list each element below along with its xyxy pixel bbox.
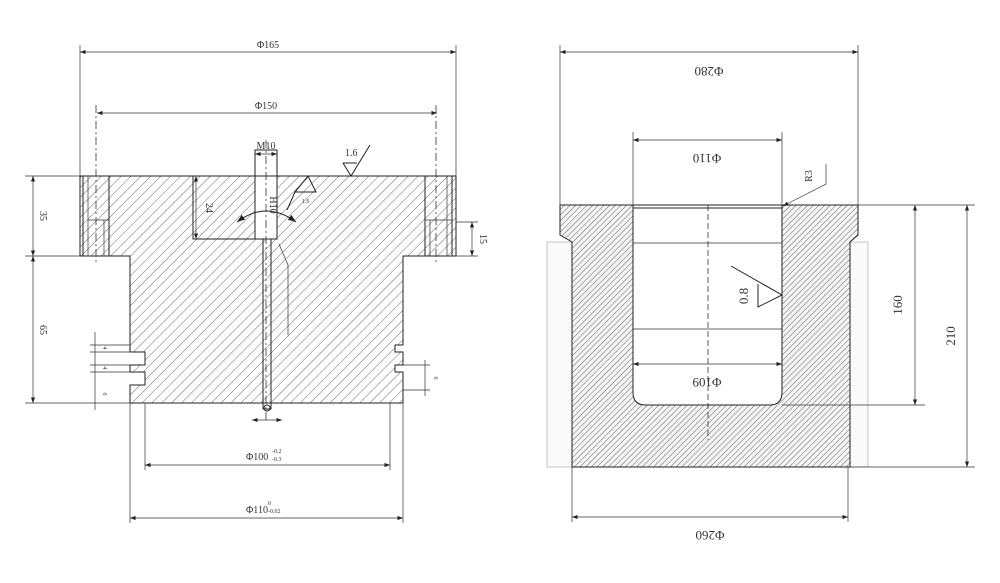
dim-phi110-upper-tol: 0 <box>268 501 271 507</box>
vent-channel <box>262 238 272 410</box>
dim-groove-6: 6 <box>101 393 107 396</box>
dim-groove-right-6: 6 <box>432 377 438 380</box>
dim-phi100: Φ100 <box>246 452 268 463</box>
right-bolt-hole <box>424 175 453 257</box>
dim-phi110-inner: Φ110 <box>693 151 722 166</box>
roughness-cavity: 0.8 <box>736 288 751 304</box>
dim-160: 160 <box>890 295 905 315</box>
dim-phi165: Φ165 <box>257 40 279 51</box>
dim-groove-4a: 4 <box>101 347 107 350</box>
dim-phi109: Φ109 <box>692 375 721 390</box>
dim-35: 35 <box>37 211 48 221</box>
dim-15: 15 <box>477 234 488 244</box>
dim-groove-4b: 4 <box>101 367 107 370</box>
dim-r3: R3 <box>804 170 815 182</box>
dim-depth-24: 24 <box>203 203 214 213</box>
roughness-cone: 1.6 <box>302 199 310 205</box>
dim-65: 65 <box>37 325 48 335</box>
tolerance-h10: H10 <box>267 196 278 213</box>
dim-m10: M10 <box>257 141 276 152</box>
dim-phi100-upper-tol: -0.2 <box>272 449 282 455</box>
inner-cavity <box>632 204 783 406</box>
left-section-view: Φ165 Φ150 M10 H10 24 35 65 15 4 4 6 6 1.… <box>25 40 488 523</box>
dim-210: 210 <box>943 326 958 346</box>
dim-phi100-lower-tol: -0.3 <box>272 457 282 463</box>
dim-phi110-lower-tol: -0.02 <box>268 509 281 515</box>
roughness-top: 1.6 <box>345 148 358 159</box>
right-section-view: Φ280 Φ110 Φ109 Φ260 160 210 R3 0.8 <box>546 45 975 543</box>
left-part-section <box>79 175 457 404</box>
dim-phi110: Φ110 <box>246 505 268 516</box>
dim-phi260: Φ260 <box>695 528 724 543</box>
dim-phi280: Φ280 <box>694 64 723 79</box>
dim-phi150: Φ150 <box>255 101 277 112</box>
